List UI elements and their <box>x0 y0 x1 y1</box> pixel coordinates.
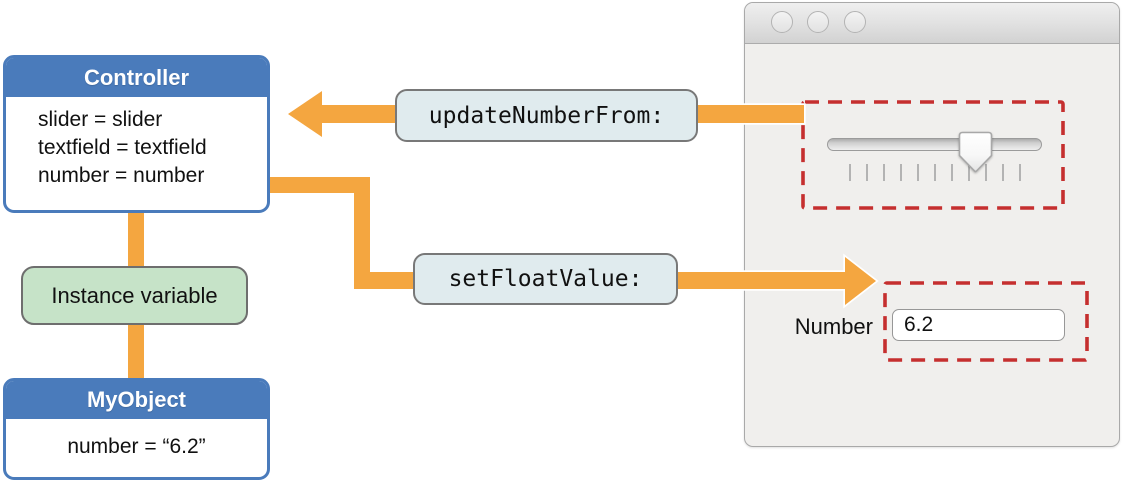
traffic-light-close-icon[interactable] <box>771 11 793 33</box>
controller-box: Controller slider = slider textfield = t… <box>3 55 270 213</box>
method-label-update-text: updateNumberFrom: <box>428 102 665 129</box>
controller-line-number: number = number <box>38 164 205 187</box>
myobject-box: MyObject number = “6.2” <box>3 378 270 480</box>
instance-variable-label: Instance variable <box>51 283 218 308</box>
slider-tick-marks <box>849 164 1021 181</box>
traffic-light-zoom-icon[interactable] <box>844 11 866 33</box>
myobject-box-body: number = “6.2” <box>67 435 206 458</box>
controller-box-body: slider = slider textfield = textfield nu… <box>6 97 267 190</box>
method-label-update-number-from: updateNumberFrom: <box>395 89 698 142</box>
controller-box-title: Controller <box>6 58 267 97</box>
slider-thumb[interactable] <box>958 131 993 175</box>
myobject-box-title: MyObject <box>6 381 267 419</box>
method-label-set-float-value: setFloatValue: <box>413 253 678 305</box>
controller-line-textfield: textfield = textfield <box>38 136 207 159</box>
traffic-light-minimize-icon[interactable] <box>807 11 829 33</box>
mac-window: Number <box>744 2 1120 447</box>
instance-variable-box: Instance variable <box>21 266 248 325</box>
number-input[interactable] <box>892 309 1065 341</box>
number-label: Number <box>794 314 873 339</box>
slider-track[interactable] <box>827 138 1042 151</box>
controller-line-slider: slider = slider <box>38 108 163 131</box>
method-label-setfloat-text: setFloatValue: <box>448 266 643 292</box>
window-titlebar[interactable] <box>745 3 1119 44</box>
